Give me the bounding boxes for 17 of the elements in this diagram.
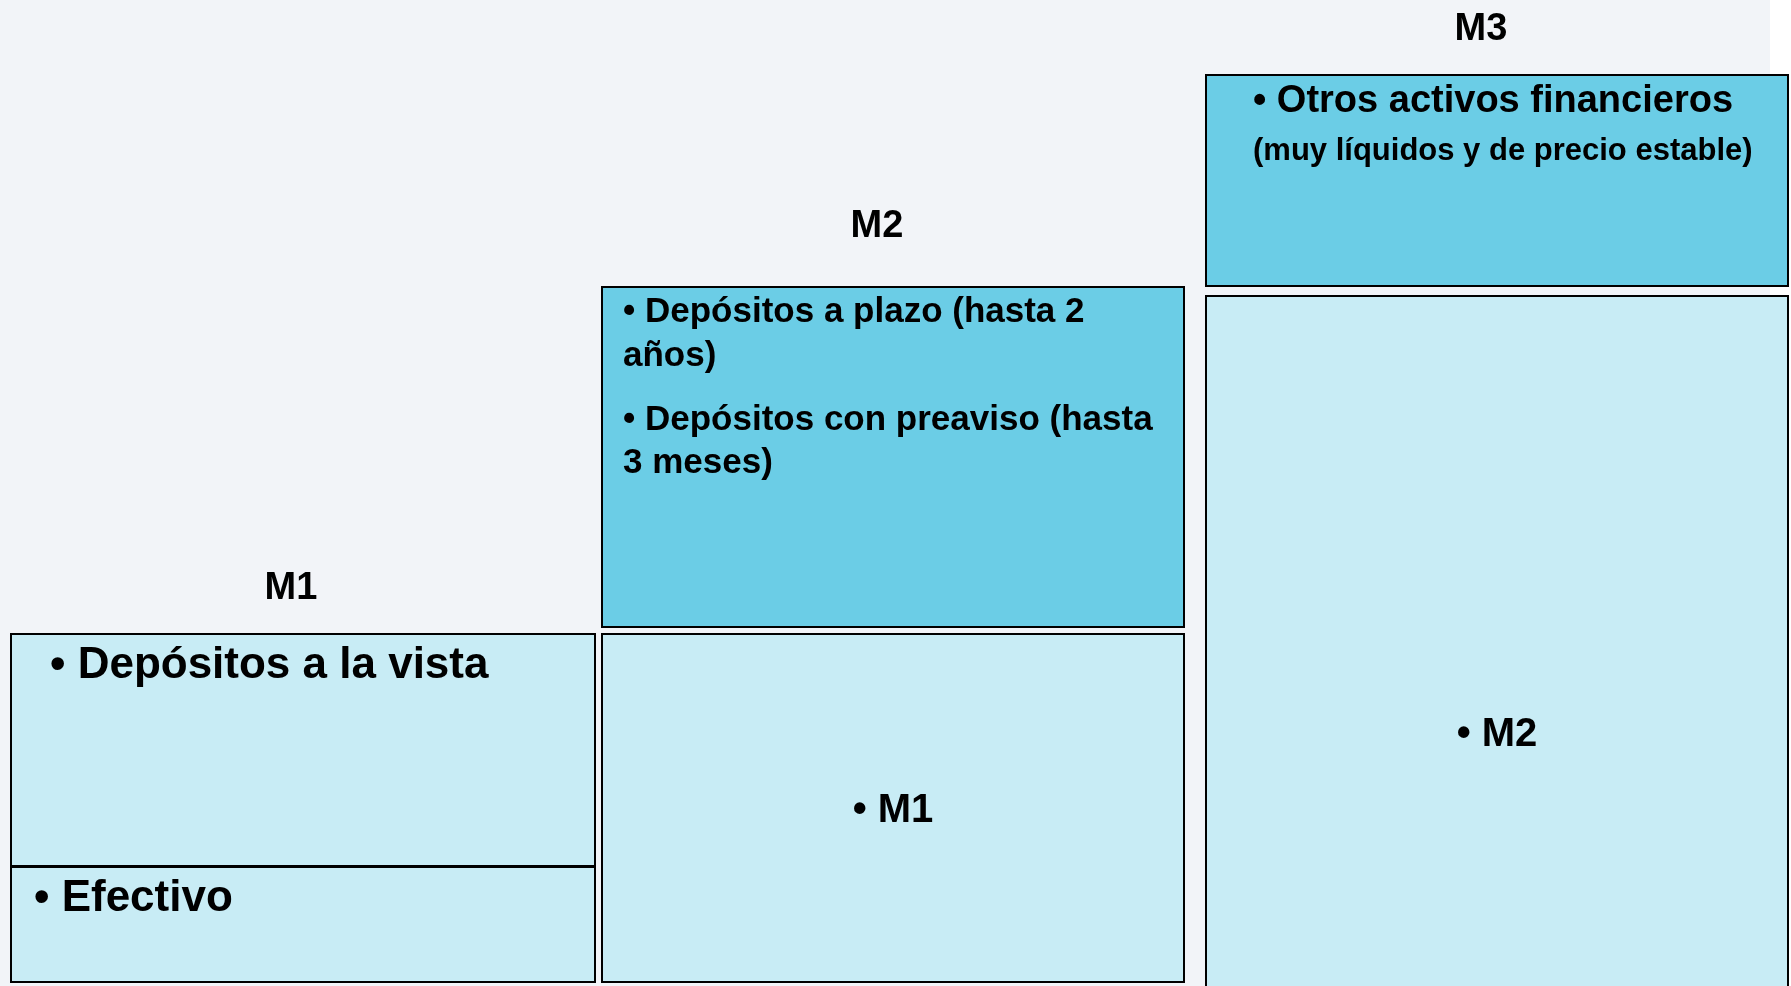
column-heading: M2 [850,203,904,246]
item-text: • M1 [852,785,934,832]
component-box [601,633,1185,983]
component-box [10,633,596,867]
highlight-box [601,286,1185,628]
component-box [1205,295,1789,986]
item-text: • M2 [1456,709,1538,756]
highlight-box [1205,74,1789,287]
item-text: • Depósitos a la vista [50,637,490,689]
item-text: • Otros activos financieros [1253,78,1733,120]
column-heading: M3 [1454,6,1508,49]
component-box [10,866,596,983]
item-text: • Efectivo [34,870,234,922]
item-text: • Depósitos a plazo (hasta 2 años) [623,289,1086,375]
item-text: • Depósitos con preaviso (hasta 3 meses) [623,396,1154,483]
item-text: (muy líquidos y de precio estable) [1253,131,1753,167]
column-heading: M1 [264,565,318,608]
